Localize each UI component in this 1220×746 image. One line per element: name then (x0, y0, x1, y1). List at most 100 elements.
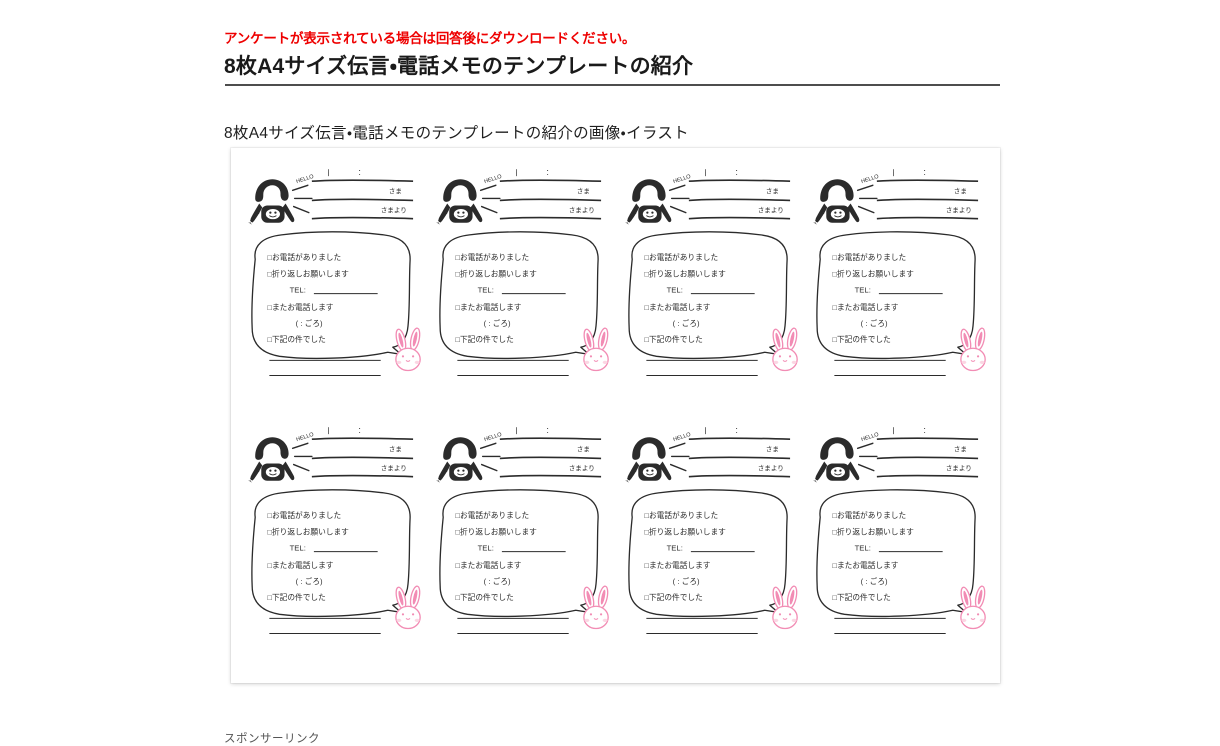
survey-notice: アンケートが表示されている場合は回答後にダウンロードください。 (224, 31, 636, 46)
sponsor-link-label: スポンサーリンク (224, 733, 320, 745)
checkbox-line-1: □お電話がありました (267, 510, 341, 520)
header-rules (500, 437, 602, 478)
checkbox-line-2: □折り返しお願いします (456, 526, 538, 536)
header-rules (688, 437, 790, 478)
memo-card: HELLO HELLO / : さま さまより □お電話がありました □折り返し… (624, 425, 798, 635)
speech-bubble (439, 231, 599, 360)
recipient-suffix: さま (389, 445, 402, 453)
sender-suffix: さまより (381, 207, 407, 215)
time-separator: : (547, 425, 550, 435)
checkbox-line-4: □下記の件でした (644, 592, 702, 602)
memo-grid: HELLO HELLO / : さま さまより □お電話がありました □折り返し… (231, 148, 1000, 683)
speech-bubble (627, 231, 788, 360)
date-separator: / (514, 168, 519, 178)
time-note: ( : ごろ) (296, 576, 323, 586)
header-rules (500, 179, 602, 220)
telephone-icon (438, 437, 483, 481)
phone-sound-lines (856, 442, 878, 472)
checkbox-line-3: □またお電話します (832, 302, 898, 312)
phone-sound-text: HELLO (860, 174, 880, 186)
phone-sound-lines (291, 184, 313, 214)
checkbox-line-4: □下記の件でした (456, 334, 514, 344)
checkbox-line-2: □折り返しお願いします (267, 268, 349, 278)
checkbox-line-4: □下記の件でした (267, 334, 325, 344)
sender-suffix: さまより (757, 207, 783, 215)
title-divider (225, 84, 1000, 86)
sender-suffix: さまより (569, 207, 595, 215)
phone-sound-text: HELLO (295, 432, 315, 444)
tel-label: TEL: (478, 544, 494, 553)
bunny-face-icon (583, 327, 610, 372)
phone-sound-text: HELLO (295, 174, 315, 186)
phone-sound-text: HELLO (860, 432, 880, 444)
time-note: ( : ごろ) (484, 318, 511, 328)
sender-suffix: さまより (945, 207, 971, 215)
checkbox-line-4: □下記の件でした (832, 592, 890, 602)
phone-sound-lines (668, 184, 690, 214)
header-rules (688, 179, 790, 220)
speech-bubble (251, 231, 411, 360)
telephone-icon (250, 437, 295, 481)
checkbox-line-2: □折り返しお願いします (267, 526, 349, 536)
tel-label: TEL: (666, 544, 682, 553)
checkbox-line-3: □またお電話します (644, 302, 710, 312)
bunny-face-icon (771, 327, 798, 372)
header-rules (876, 179, 978, 220)
sender-suffix: さまより (757, 465, 783, 473)
checkbox-line-1: □お電話がありました (832, 510, 906, 520)
template-preview-image[interactable]: HELLO HELLO / : さま さまより □お電話がありました □折り返し… (231, 148, 1000, 683)
phone-sound-text: HELLO (484, 174, 504, 186)
sender-suffix: さまより (381, 465, 407, 473)
phone-sound-lines (856, 184, 878, 214)
header-rules (311, 437, 414, 478)
checkbox-line-3: □またお電話します (832, 560, 898, 570)
bunny-face-icon (395, 585, 421, 630)
phone-sound-text: HELLO (672, 174, 692, 186)
page-title: 8枚A4サイズ伝言・電話メモのテンプレートの紹介 (224, 55, 694, 78)
checkbox-line-2: □折り返しお願いします (832, 526, 914, 536)
checkbox-line-4: □下記の件でした (832, 334, 890, 344)
checkbox-line-2: □折り返しお願いします (644, 526, 726, 536)
time-note: ( : ごろ) (672, 576, 699, 586)
date-separator: / (514, 426, 519, 436)
memo-slot: HELLO HELLO / : さま さまより □お電話がありました □折り返し… (239, 162, 427, 420)
tel-label: TEL: (478, 286, 494, 295)
checkbox-line-4: □下記の件でした (456, 592, 514, 602)
memo-slot: HELLO HELLO / : さま さまより □お電話がありました □折り返し… (427, 420, 615, 678)
memo-slot: HELLO HELLO / : さま さまより □お電話がありました □折り返し… (616, 420, 804, 678)
telephone-icon (815, 179, 860, 223)
memo-card: HELLO HELLO / : さま さまより □お電話がありました □折り返し… (436, 167, 610, 377)
date-separator: / (702, 426, 707, 436)
memo-slot: HELLO HELLO / : さま さまより □お電話がありました □折り返し… (804, 420, 992, 678)
header-rules (876, 437, 978, 478)
time-note: ( : ごろ) (860, 318, 887, 328)
time-separator: : (358, 167, 361, 177)
phone-sound-lines (480, 442, 501, 472)
time-separator: : (735, 167, 738, 177)
memo-slot: HELLO HELLO / : さま さまより □お電話がありました □折り返し… (804, 162, 992, 420)
checkbox-line-3: □またお電話します (456, 560, 522, 570)
memo-card: HELLO HELLO / : さま さまより □お電話がありました □折り返し… (248, 167, 421, 377)
checkbox-line-1: □お電話がありました (456, 510, 530, 520)
tel-label: TEL: (290, 286, 306, 295)
checkbox-line-3: □またお電話します (456, 302, 522, 312)
date-separator: / (326, 426, 331, 436)
speech-bubble (439, 489, 599, 618)
memo-card: HELLO HELLO / : さま さまより □お電話がありました □折り返し… (436, 425, 610, 635)
checkbox-line-3: □またお電話します (267, 302, 333, 312)
phone-sound-lines (668, 442, 690, 472)
speech-bubble (627, 489, 788, 618)
phone-sound-text: HELLO (672, 432, 692, 444)
checkbox-line-2: □折り返しお願いします (644, 268, 726, 278)
recipient-suffix: さま (389, 187, 402, 195)
memo-card: HELLO HELLO / : さま さまより □お電話がありました □折り返し… (813, 425, 986, 635)
checkbox-line-1: □お電話がありました (644, 510, 718, 520)
checkbox-line-3: □またお電話します (267, 560, 333, 570)
recipient-suffix: さま (577, 187, 590, 195)
telephone-icon (250, 179, 295, 223)
time-separator: : (358, 425, 361, 435)
bunny-face-icon (583, 585, 610, 630)
date-separator: / (891, 426, 896, 436)
time-note: ( : ごろ) (860, 576, 887, 586)
checkbox-line-1: □お電話がありました (832, 252, 906, 262)
